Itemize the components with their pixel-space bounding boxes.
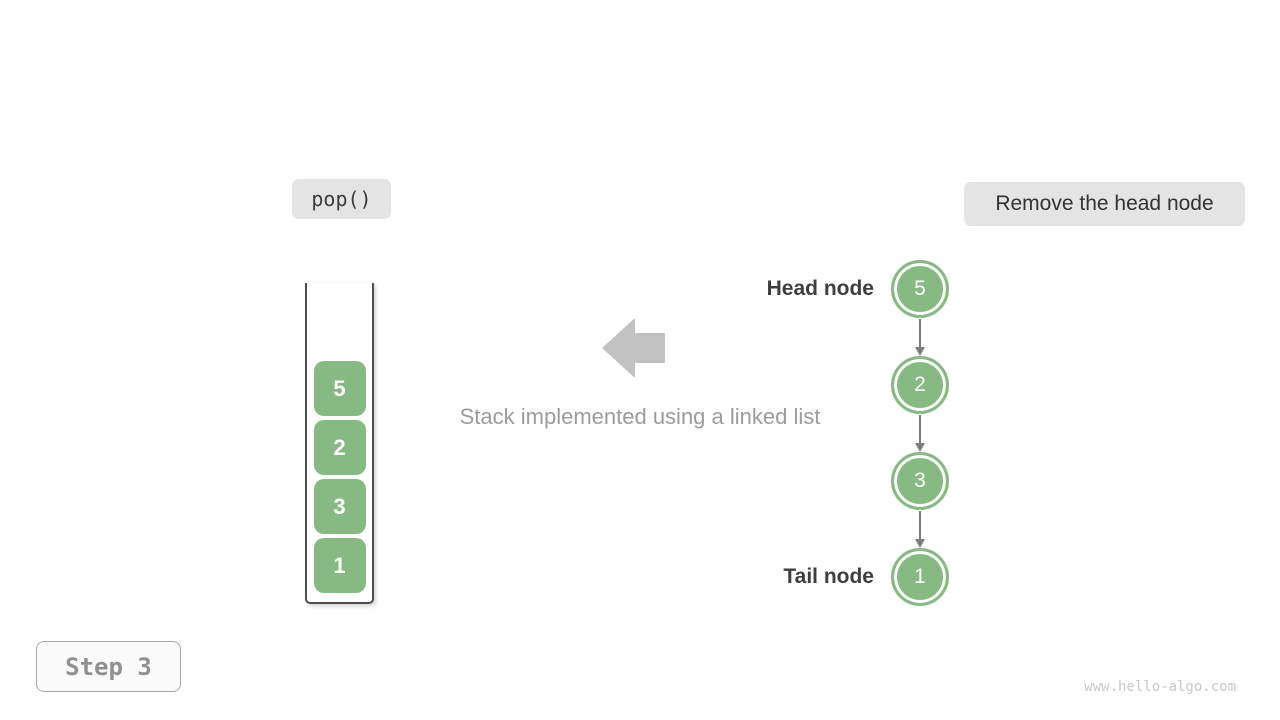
- pop-operation-label: pop(): [311, 187, 372, 211]
- stack-item: 2: [313, 420, 366, 475]
- step-badge: Step 3: [36, 641, 181, 692]
- stack-item: 1: [313, 538, 366, 593]
- diagram-caption: Stack implemented using a linked list: [459, 404, 821, 429]
- stack-container: 5 2 3 1: [305, 283, 374, 604]
- linked-list-node: 5: [891, 260, 949, 318]
- pop-operation-badge: pop(): [292, 179, 391, 219]
- remove-head-node-label: Remove the head node: [995, 192, 1214, 215]
- linked-list-node: 3: [891, 452, 949, 510]
- stack-item: 3: [313, 479, 366, 534]
- remove-head-node-badge: Remove the head node: [964, 182, 1245, 226]
- head-node-label: Head node: [766, 277, 874, 300]
- left-block-arrow-icon: [602, 318, 665, 383]
- stack-item: 5: [313, 361, 366, 416]
- arrow-down-connector: [915, 415, 925, 452]
- arrow-down-connector: [915, 511, 925, 548]
- arrow-down-connector: [915, 319, 925, 356]
- linked-list-node: 2: [891, 356, 949, 414]
- step-badge-label: Step 3: [65, 652, 152, 681]
- watermark-text: www.hello-algo.com: [1084, 679, 1236, 695]
- linked-list-node: 1: [891, 548, 949, 606]
- tail-node-label: Tail node: [783, 565, 874, 588]
